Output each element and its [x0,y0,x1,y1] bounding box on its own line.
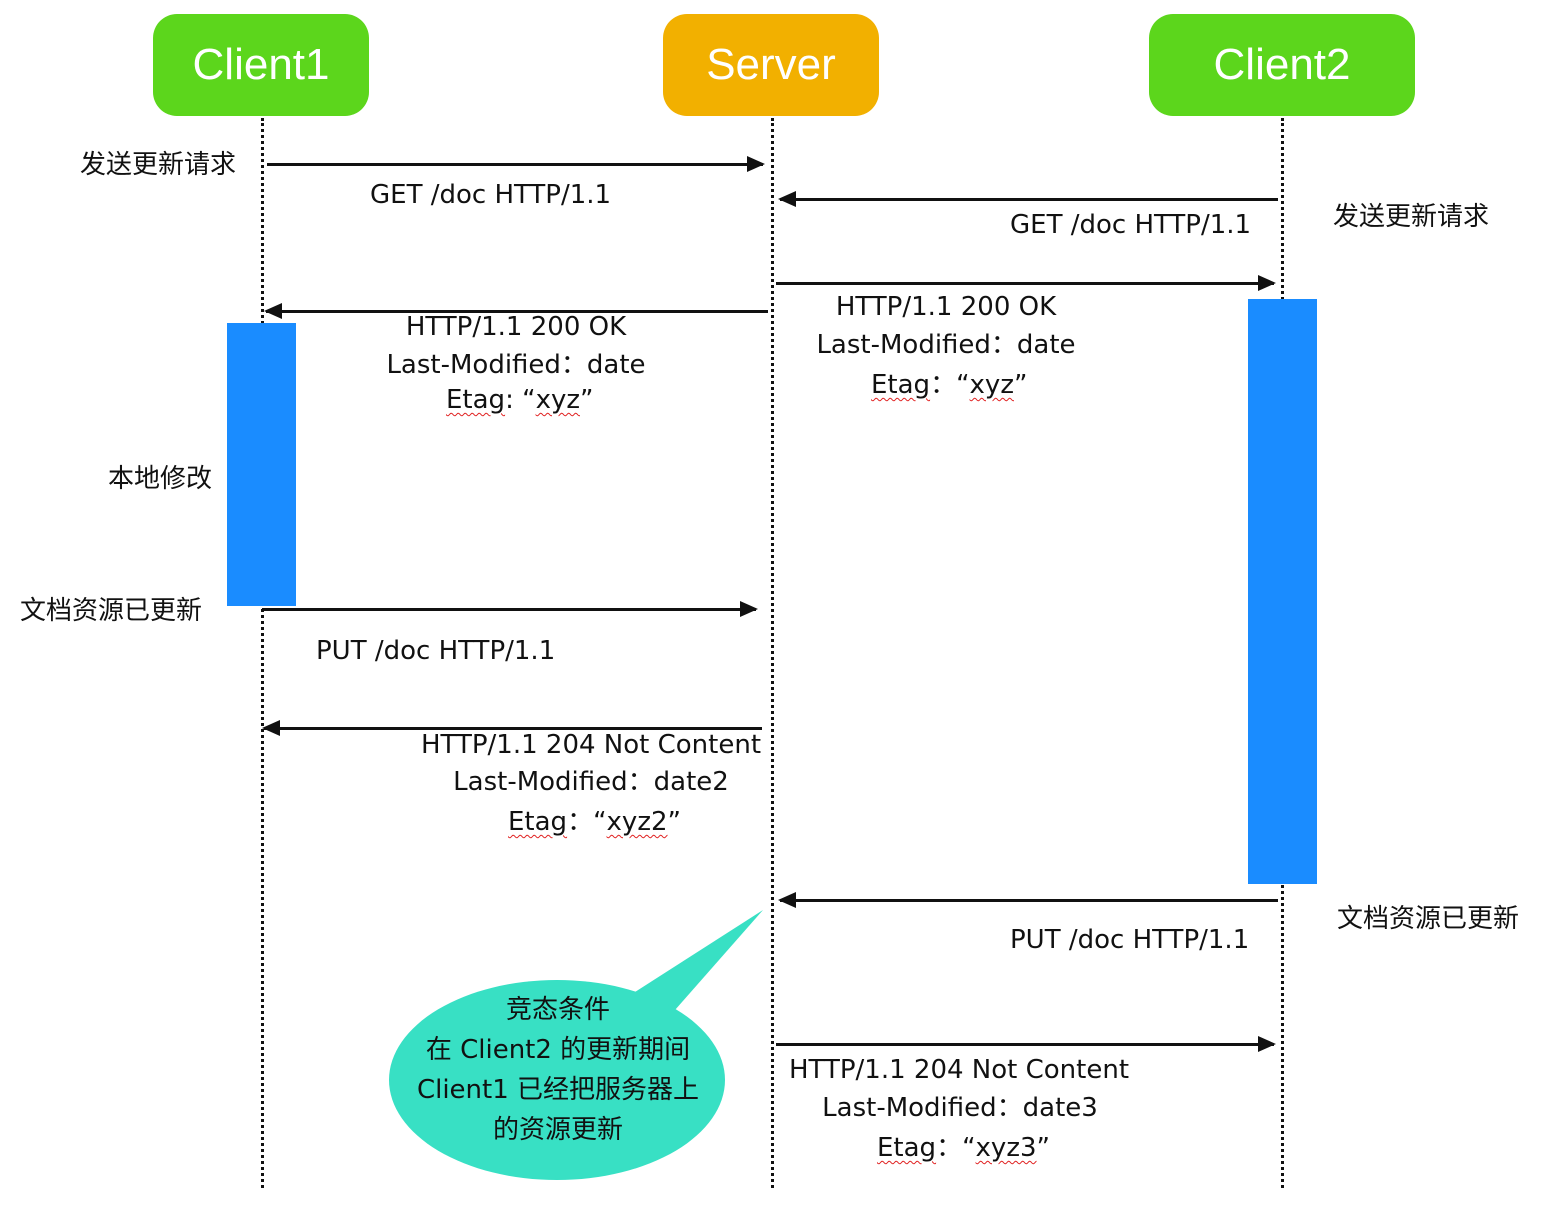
c2-ok-etag-sep: ：“ [930,370,970,400]
c1-ok-etag: Etag: “xyz” [446,387,593,413]
c1-local-edit-label: 本地修改 [108,464,213,494]
c2-204-status: HTTP/1.1 204 Not Content [789,1055,1130,1085]
c1-ok-etag-label: Etag [446,385,506,415]
c2-ok-arrow [776,275,1276,291]
race-condition-callout [389,910,763,1180]
c2-put-arrow [778,892,1278,908]
c2-204-etag-end: ” [1036,1133,1050,1163]
c2-ok-etag-label: Etag [871,370,931,400]
client1-lifeline [261,118,264,1188]
callout-line-1: 竞态条件 [505,995,610,1025]
actor-client2: Client2 [1149,14,1415,116]
c2-get-message: GET /doc HTTP/1.1 [1010,210,1252,240]
c1-204-etag-sep: ：“ [567,807,607,837]
c2-put-message: PUT /doc HTTP/1.1 [1010,925,1250,955]
c1-get-message: GET /doc HTTP/1.1 [370,180,612,210]
c2-ok-last-modified: Last-Modified：date [816,330,1076,360]
c2-send-label: 发送更新请求 [1333,202,1490,232]
actor-server: Server [663,14,879,116]
c2-204-arrow [776,1036,1276,1052]
c2-ok-etag-end: ” [1013,370,1028,400]
c1-204-etag-label: Etag [508,807,568,837]
c1-send-label: 发送更新请求 [80,150,237,180]
c1-ok-status: HTTP/1.1 200 OK [405,312,627,342]
c2-204-etag: Etag：“xyz3” [877,1135,1050,1161]
c1-204-etag-value: xyz2 [606,807,668,837]
c2-204-etag-label: Etag [877,1133,937,1163]
c1-ok-arrow [264,303,768,319]
c1-put-arrow [262,601,758,617]
c1-204-arrow [262,720,762,736]
c1-204-status: HTTP/1.1 204 Not Content [421,730,762,760]
callout-pointer [635,910,763,1010]
callout-text: 竞态条件 在 Client2 的更新期间 Client1 已经把服务器上 的资源… [395,990,721,1150]
c2-get-arrow [778,191,1278,207]
c1-204-etag-end: ” [667,807,681,837]
callout-line-3: Client1 已经把服务器上 [416,1075,700,1105]
c2-204-etag-value: xyz3 [975,1133,1037,1163]
c1-updated-label: 文档资源已更新 [20,596,203,626]
c2-204-etag-sep: ：“ [936,1133,976,1163]
c2-ok-etag: Etag：“xyz” [871,372,1027,398]
actor-client1: Client1 [153,14,369,116]
server-lifeline [771,118,774,1188]
c1-204-etag: Etag：“xyz2” [508,809,681,835]
client2-activation-bar [1248,299,1317,884]
c1-ok-etag-end: ” [579,385,594,415]
c1-get-arrow [267,156,765,172]
callout-line-4: 的资源更新 [492,1115,623,1145]
c1-put-message: PUT /doc HTTP/1.1 [316,636,556,666]
callout-ellipse [389,980,725,1180]
client1-activation-bar [227,323,296,606]
c1-ok-last-modified: Last-Modified：date [386,350,646,380]
c1-204-last-modified: Last-Modified：date2 [453,767,729,797]
callout-line-2: 在 Client2 的更新期间 [425,1035,691,1065]
c2-ok-etag-value: xyz [969,370,1014,400]
c1-ok-etag-value: xyz [535,385,580,415]
c1-ok-etag-sep: : “ [505,385,536,415]
c2-updated-label: 文档资源已更新 [1337,904,1520,934]
c2-ok-status: HTTP/1.1 200 OK [835,292,1057,322]
c2-204-last-modified: Last-Modified：date3 [822,1093,1098,1123]
